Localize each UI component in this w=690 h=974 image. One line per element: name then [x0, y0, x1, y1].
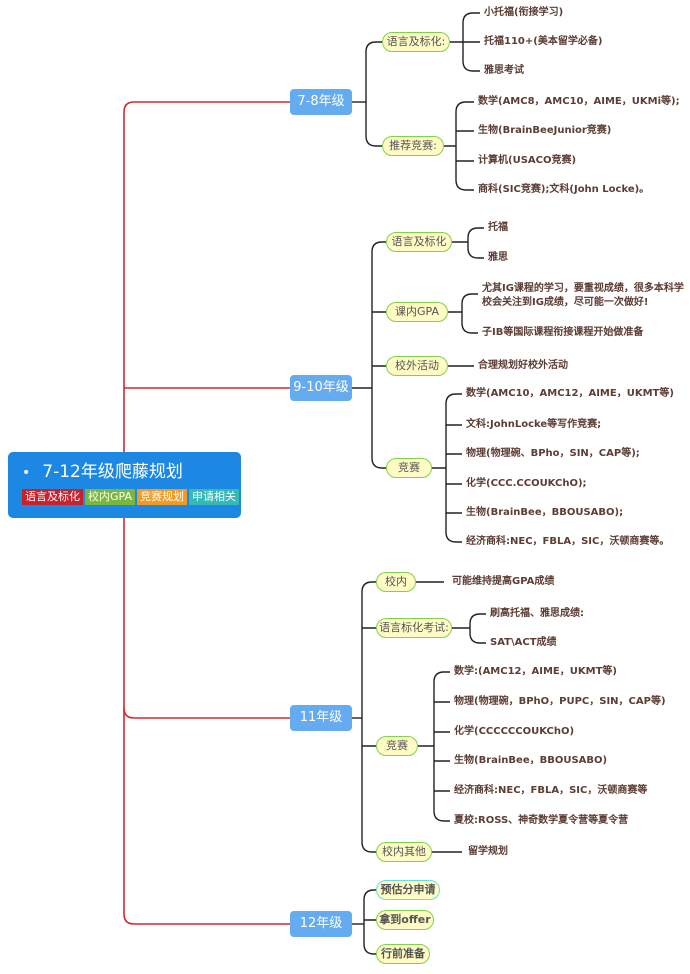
grade-12-node[interactable]: 12年级 [290, 911, 352, 937]
leaf-text: 数学:(AMC12，AIME，UKMT等) [454, 666, 617, 677]
cat-12-predicted-apply[interactable]: 预估分申请 [376, 880, 440, 900]
leaf-text: 合理规划好校外活动 [478, 360, 568, 371]
leaf-text: 经济商科:NEC，FBLA，SIC，沃顿商赛等 [454, 785, 648, 796]
leaf-text: 小托福(衔接学习) [484, 7, 564, 18]
cat-11-school[interactable]: 校内 [376, 572, 416, 592]
grade-9-10-node[interactable]: 9-10年级 [290, 375, 352, 401]
grade-7-8-node[interactable]: 7-8年级 [290, 89, 352, 115]
connector-root-grade-4 [123, 708, 290, 925]
leaf-text: 数学(AMC10，AMC12，AIME，UKMT等) [466, 388, 674, 399]
leaf-text: 子IB等国际课程衔接课程开始做准备 [482, 327, 644, 338]
leaf-text: 数学(AMC8，AMC10，AIME，UKMi等); [478, 96, 680, 107]
root-tags: 语言及标化 校内GPA 竞赛规划 申请相关 [22, 489, 241, 505]
tag-application[interactable]: 申请相关 [188, 489, 239, 505]
leaf-text: 尤其IG课程的学习，要重视成绩，很多本科学 [482, 283, 684, 294]
root-node[interactable]: • 7-12年级爬藤规划 语言及标化 校内GPA 竞赛规划 申请相关 [8, 452, 241, 518]
leaf-text: 经济商科:NEC，FBLA，SIC，沃顿商赛等。 [466, 536, 670, 547]
cat-11-exams[interactable]: 语言标化考试: [376, 618, 452, 638]
cat-12-departure[interactable]: 行前准备 [376, 944, 430, 964]
root-title: 7-12年级爬藤规划 [42, 462, 183, 482]
leaf-text: 留学规划 [468, 846, 508, 857]
leaf-text: 商科(SIC竞赛);文科(John Locke)。 [478, 184, 650, 195]
leaf-text: 化学(CCCCCCOUKChO) [454, 726, 575, 737]
leaf-text: 校会关注到IG成绩，尽可能一次做好! [482, 297, 649, 308]
cat-11-other[interactable]: 校内其他 [376, 842, 432, 862]
cat-12-offer[interactable]: 拿到offer [376, 910, 434, 930]
leaf-text: 可能维持提高GPA成绩 [452, 576, 555, 587]
cat-7-8-competition[interactable]: 推荐竞赛: [382, 136, 444, 156]
cat-9-10-language[interactable]: 语言及标化 [386, 232, 452, 252]
tag-language[interactable]: 语言及标化 [22, 489, 83, 505]
bullet-icon: • [22, 465, 31, 481]
leaf-text: 计算机(USACO竞赛) [478, 155, 577, 166]
cat-7-8-language[interactable]: 语言及标化: [382, 32, 450, 52]
tag-gpa[interactable]: 校内GPA [85, 489, 135, 505]
tag-competition[interactable]: 竞赛规划 [136, 489, 187, 505]
connector-root-grade-1 [123, 101, 290, 452]
leaf-text: 生物(BrainBeeJunior竞赛) [478, 125, 612, 136]
leaf-text: SAT\ACT成绩 [490, 637, 557, 648]
leaf-text: 生物(BrainBee，BBOUSABO) [454, 755, 608, 766]
leaf-text: 夏校:ROSS、神奇数学夏令营等夏令营 [454, 815, 629, 826]
leaf-text: 物理(物理碗，BPhO，PUPC，SIN，CAP等) [454, 696, 666, 707]
leaf-text: 生物(BrainBee，BBOUSABO); [466, 507, 624, 518]
cat-9-10-gpa[interactable]: 课内GPA [386, 302, 448, 322]
leaf-text: 化学(CCC.CCOUKChO); [466, 478, 587, 489]
leaf-text: 托福110+(美本留学必备) [484, 36, 603, 47]
leaf-text: 托福 [488, 222, 508, 233]
grade-11-node[interactable]: 11年级 [290, 705, 352, 731]
leaf-text: 雅思 [488, 252, 508, 263]
leaf-text: 文科:JohnLocke等写作竞赛; [466, 419, 602, 430]
cat-9-10-competition[interactable]: 竞赛 [386, 458, 432, 478]
leaf-text: 物理(物理碗、BPho，SIN，CAP等); [466, 448, 640, 459]
cat-11-competition[interactable]: 竞赛 [376, 736, 418, 756]
leaf-text: 雅思考试 [484, 65, 524, 76]
cat-9-10-activities[interactable]: 校外活动 [386, 356, 448, 376]
connector-root-grade-3 [123, 518, 290, 719]
leaf-text: 刷高托福、雅思成绩: [490, 608, 584, 619]
